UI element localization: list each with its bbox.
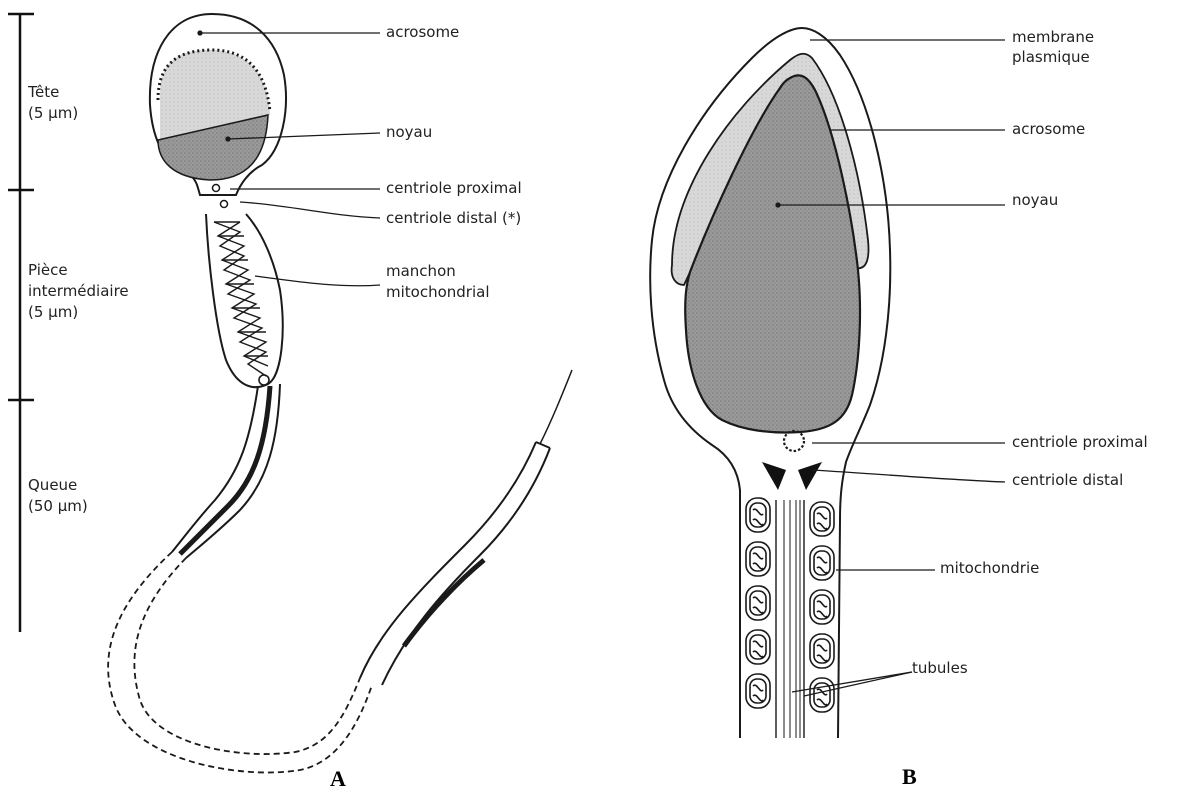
b-label-membrane: membrane plasmique xyxy=(1012,28,1099,66)
b-leader-noyau-dot xyxy=(776,203,780,207)
a-label-manchon: manchon mitochondrial xyxy=(386,262,490,301)
b-label-noyau: noyau xyxy=(1012,191,1058,209)
b-leader-centriole-distal xyxy=(812,470,1005,482)
b-label-tubules: tubules xyxy=(912,659,968,677)
a-centriole-distal xyxy=(221,201,228,208)
mitochondrion xyxy=(746,630,770,664)
b-centriole-distal-right xyxy=(798,462,822,490)
a-centriole-proximal xyxy=(213,185,220,192)
mitochondrion xyxy=(746,498,770,532)
panel-a-letter: A xyxy=(330,766,346,791)
mitochondrion xyxy=(746,674,770,708)
b-centriole-distal-left xyxy=(762,462,786,490)
mitochondrion xyxy=(746,586,770,620)
a-tail-tip-cap xyxy=(536,442,550,448)
b-centriole-distal xyxy=(762,462,822,490)
a-tail-lower-left xyxy=(360,442,536,678)
a-leader-acrosome-dot xyxy=(198,31,202,35)
scale-label-midpiece: Pièce intermédiaire (5 µm) xyxy=(28,261,133,321)
a-leader-noyau-dot xyxy=(226,137,230,141)
a-centriole-end xyxy=(259,375,269,385)
a-label-centriole-proximal: centriole proximal xyxy=(386,179,522,197)
a-mitochondrial-helix xyxy=(214,222,268,376)
a-leader-manchon xyxy=(255,276,380,286)
b-label-mitochondrie: mitochondrie xyxy=(940,559,1039,577)
mitochondrion xyxy=(810,590,834,624)
b-label-acrosome: acrosome xyxy=(1012,120,1085,138)
a-tail-lower-right xyxy=(382,448,550,685)
scale-label-tail: Queue (50 µm) xyxy=(28,476,88,515)
scale-label-head: Tête (5 µm) xyxy=(27,83,78,122)
mitochondrion xyxy=(746,542,770,576)
panel-b-spermatozoon xyxy=(650,28,890,738)
b-label-centriole-proximal: centriole proximal xyxy=(1012,433,1148,451)
panel-a-spermatozoon xyxy=(108,14,572,772)
mitochondrion xyxy=(810,634,834,668)
b-label-centriole-distal: centriole distal xyxy=(1012,471,1123,489)
mitochondrion xyxy=(810,678,834,712)
a-leader-centriole-distal xyxy=(240,202,380,218)
mitochondrion xyxy=(810,502,834,536)
b-leader-tubules-a xyxy=(792,672,912,692)
a-axoneme-upper xyxy=(180,386,270,554)
a-tail-dashed-outer xyxy=(108,552,372,772)
a-axoneme-lower xyxy=(404,560,484,646)
b-leader-tubules-b xyxy=(804,672,912,696)
a-tail-dashed-inner xyxy=(134,558,360,754)
a-label-noyau: noyau xyxy=(386,123,432,141)
a-tail-endpiece xyxy=(540,370,572,444)
panel-b-letter: B xyxy=(902,764,917,789)
a-label-acrosome: acrosome xyxy=(386,23,459,41)
b-centriole-proximal xyxy=(784,431,804,451)
a-label-centriole-distal: centriole distal (*) xyxy=(386,209,521,227)
mitochondrion xyxy=(810,546,834,580)
a-tail-upper-outer xyxy=(172,386,258,552)
